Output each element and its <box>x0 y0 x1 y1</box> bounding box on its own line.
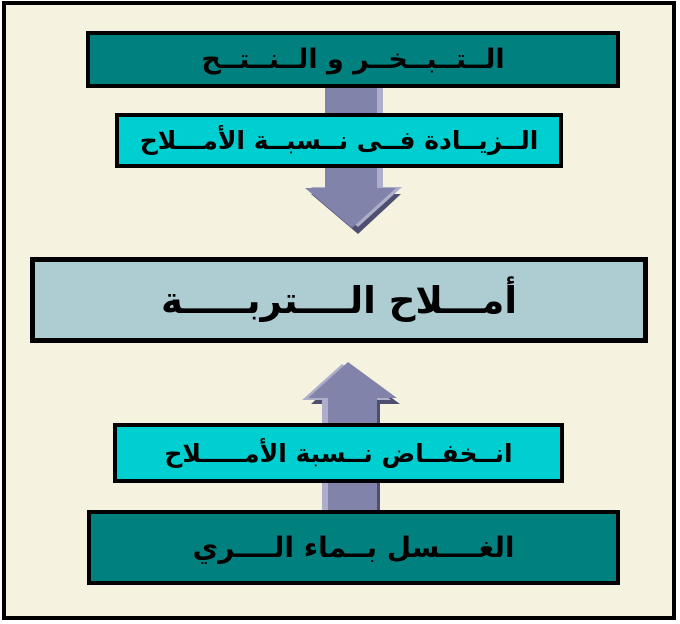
box-leaching-irrigation-label: الغــــسل بــماء الــــري <box>192 531 515 564</box>
box-salt-increase: الــزيــادة فــى نــسبــة الأمـــلاح <box>115 113 563 168</box>
box-salt-increase-label: الــزيــادة فــى نــسبــة الأمـــلاح <box>139 126 539 155</box>
box-leaching-irrigation: الغــــسل بــماء الــــري <box>87 510 620 585</box>
box-evaporation-transpiration: الــتــبــخــر و الــنــتــح <box>86 31 620 88</box>
box-soil-salts: أمـــلاح الــــتربـــــة <box>30 257 648 343</box>
box-soil-salts-label: أمـــلاح الــــتربـــــة <box>160 278 518 322</box>
box-salt-decrease-label: انــخفــاض نــسبة الأمـــــلاح <box>164 438 513 468</box>
box-salt-decrease: انــخفــاض نــسبة الأمـــــلاح <box>113 423 564 483</box>
box-evaporation-label: الــتــبــخــر و الــنــتــح <box>201 44 505 75</box>
